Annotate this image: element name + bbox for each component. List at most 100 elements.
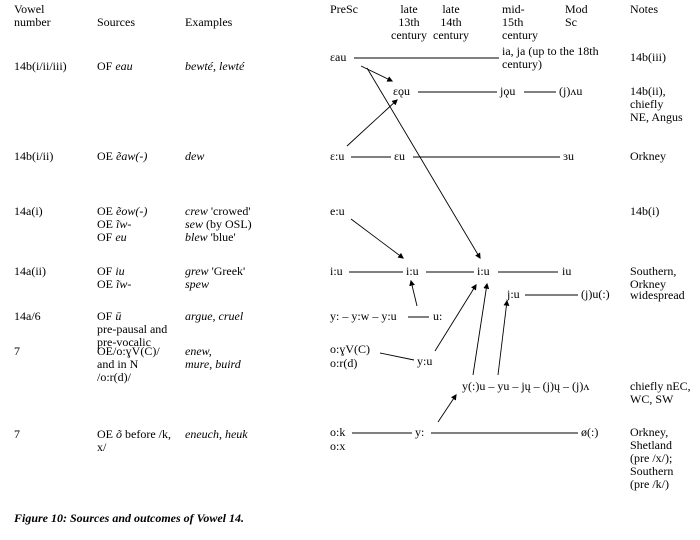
source-lang: OF: [97, 59, 116, 73]
node-j-au: (j)ʌu: [559, 84, 583, 98]
source-lang: OF: [97, 230, 116, 244]
example-gloss: 'crowed': [207, 204, 251, 218]
node-yu: y:u: [417, 354, 433, 368]
row7-source-line-3: /o:r(d)/: [97, 370, 131, 384]
source-form: ĩw-: [116, 217, 132, 231]
example-word: grew: [185, 264, 209, 278]
source-lang: OE: [97, 217, 116, 231]
example-gloss: (by OSL): [203, 217, 252, 231]
row7-source-line-2: and in N: [97, 357, 139, 371]
example-word: crew: [185, 204, 208, 218]
node-iu1: i:u: [330, 264, 343, 278]
node-o-rd: o:r(d): [330, 356, 358, 370]
node-e2-long-u: e:u: [330, 204, 345, 218]
arrow-eau-to-iu3: [366, 67, 481, 260]
row6-source-line-1: OF ū: [97, 310, 121, 323]
node-ox: o:x: [330, 439, 346, 453]
row4-source-line-1: OE ẽow(-): [97, 205, 147, 218]
node-j-long-u: j:u: [507, 287, 520, 301]
source-lang: OF: [97, 264, 116, 278]
arrow-yuchain-to-iu3: [472, 282, 490, 376]
node-iu3: i:u: [477, 264, 490, 278]
arrow-yuchain-to-jlu: [497, 299, 510, 376]
row7-notes: chiefly nEC, WC, SW: [630, 379, 691, 406]
row8-vowel-number: 7: [14, 427, 20, 441]
row8-notes: Orkney, Shetland (pre /x/); Southern (pr…: [630, 425, 674, 491]
source-lang: OE: [97, 277, 116, 291]
header-sources: Sources: [97, 15, 135, 29]
node-eou: ɛǫu: [393, 84, 411, 98]
source-form: õ: [116, 427, 122, 441]
row8-source-line-2: x/: [97, 440, 107, 454]
node-eau: ɛau: [330, 50, 347, 64]
header-mod-sc: Mod Sc: [565, 2, 588, 29]
row6-source-line-3: pre-vocalic: [97, 335, 151, 349]
example-word: sew: [185, 217, 203, 231]
source-lang: OF: [97, 309, 116, 323]
row1-source-line-1: OF eau: [97, 60, 133, 73]
source-form: eu: [115, 230, 127, 244]
row4-source-line-2: OE ĩw-: [97, 218, 131, 231]
source-form: eau: [115, 59, 133, 73]
arrow-e2lu-to-iu2: [350, 218, 404, 259]
row1-notes: 14b(iii): [630, 50, 666, 64]
arrow-eau-to-eou: [360, 65, 394, 82]
row5-notes: Southern, Orkney: [630, 264, 677, 291]
header-vowel-number: Vowel number: [14, 2, 51, 29]
row3-example-line-1: dew: [185, 149, 205, 163]
row3-notes: Orkney: [630, 149, 666, 163]
row4-vowel-number: 14a(i): [14, 204, 43, 218]
node-u-long: u:: [433, 309, 443, 323]
header-presc: PreSc: [330, 2, 358, 16]
node-jou: jǫu: [500, 84, 516, 98]
node-eu: ɛu: [394, 149, 406, 163]
row1-vowel-number: 14b(i/ii/iii): [14, 59, 67, 73]
header-late-14th-century: late 14th century: [433, 2, 469, 42]
row5-notes-2: widespread: [630, 288, 685, 302]
example-gloss: 'Greek': [208, 264, 246, 278]
row5-vowel-number: 14a(ii): [14, 264, 46, 278]
row3-vowel-number: 14b(i/ii): [14, 149, 54, 163]
row8-example-line-1: eneuch, heuk: [185, 427, 248, 441]
node-y-chain: y: – y:w – y:u: [330, 309, 397, 323]
arrow-ychain-to-iu2: [409, 279, 418, 307]
node-ia-ja: ia, ja (up to the 18th century): [502, 44, 599, 71]
connector-ogamma-yu: [379, 352, 415, 361]
node-zu: ɜu: [563, 149, 575, 163]
example-word: blew: [185, 230, 208, 244]
row4-source-line-3: OF eu: [97, 231, 127, 244]
row6-example-line-1: argue, cruel: [185, 309, 244, 323]
source-form: iu: [115, 264, 125, 278]
row5-source-line-1: OF iu: [97, 265, 125, 278]
header-mid-15th-century: mid- 15th century: [502, 2, 538, 42]
row7-source-line-1: OE/o:ɣV(C)/: [97, 344, 160, 358]
node-o-gamma: o:ɣV(C): [330, 342, 370, 356]
arrow-elu-to-eou: [346, 99, 398, 147]
node-yu-chain: y(:)u – yu – jų – (j)ų – (j)ʌ: [462, 379, 590, 393]
source-form: ẽaw(-): [116, 149, 148, 163]
source-lang: OE: [97, 149, 116, 163]
row4-example-line-3: blew 'blue': [185, 231, 236, 244]
arrow-yu-to-iu3: [434, 284, 477, 352]
row1-example-line-1: bewté, lewté: [185, 59, 245, 73]
node-y-long: y:: [415, 425, 425, 439]
node-j-u: (j)u(:): [581, 287, 610, 301]
row8-source-line-1: OE õ before /k,: [97, 428, 171, 441]
header-late-13th-century: late 13th century: [391, 2, 427, 42]
row7-example-line-2: mure, buird: [185, 357, 241, 371]
row6-vowel-number: 14a/6: [14, 309, 41, 323]
row4-notes: 14b(i): [630, 204, 660, 218]
row2-notes: 14b(ii), chiefly NE, Angus: [630, 84, 683, 124]
header-notes: Notes: [630, 2, 658, 16]
source-lang: OE: [97, 204, 116, 218]
source-form: ū: [115, 309, 122, 323]
row5-example-line-1: grew 'Greek': [185, 265, 245, 278]
row4-example-line-2: sew (by OSL): [185, 218, 252, 231]
row4-example-line-1: crew 'crowed': [185, 205, 251, 218]
row7-vowel-number: 7: [14, 344, 20, 358]
header-examples: Examples: [185, 15, 233, 29]
node-e-long-u: ɛ:u: [330, 149, 345, 163]
row5-example-line-2: spew: [185, 277, 209, 291]
